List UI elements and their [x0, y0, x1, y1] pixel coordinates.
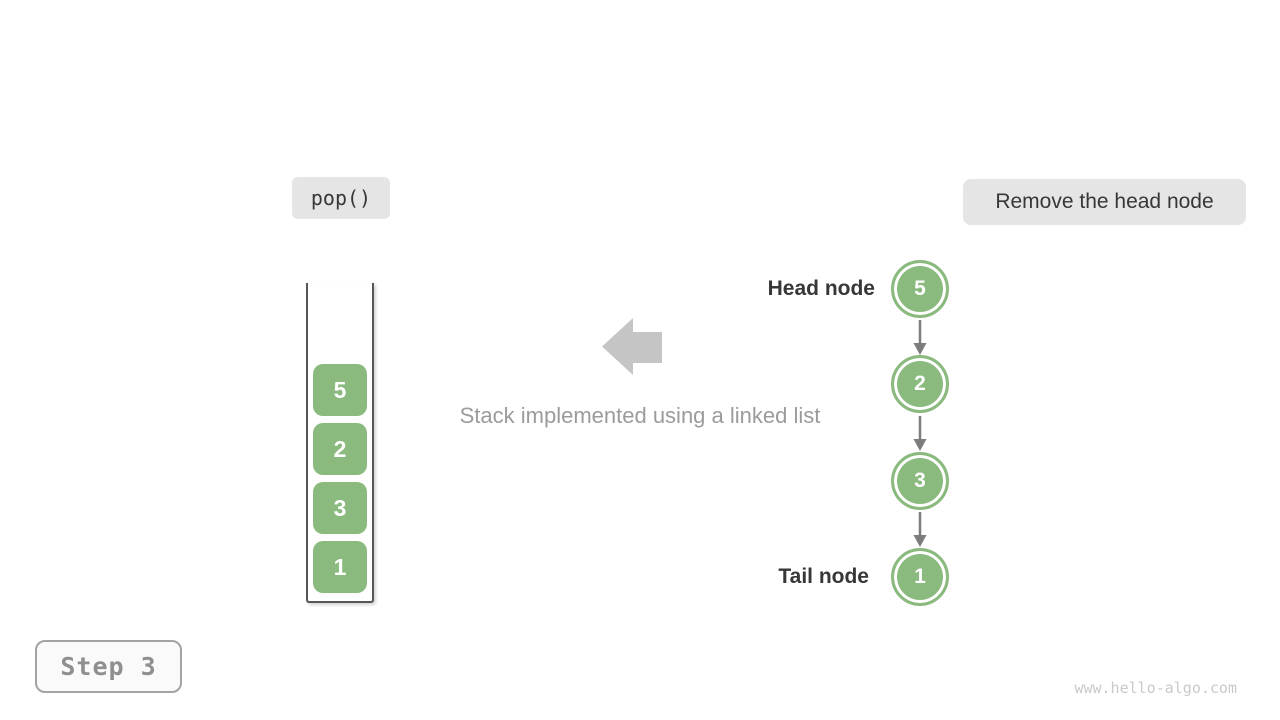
step-badge: Step 3	[35, 640, 182, 693]
watermark-text: www.hello-algo.com	[1074, 679, 1237, 697]
stack-item: 1	[313, 541, 367, 593]
arrow-down-icon	[913, 512, 927, 547]
caption-text: Stack implemented using a linked list	[459, 403, 821, 428]
linked-list-node: 3	[891, 452, 949, 510]
linked-list-node: 5	[891, 260, 949, 318]
head-node-label: Head node	[767, 277, 875, 300]
pop-operation-badge: pop()	[292, 177, 390, 219]
arrow-left-icon	[602, 318, 662, 375]
tail-node-label: Tail node	[778, 565, 869, 588]
remove-head-node-badge: Remove the head node	[963, 179, 1246, 225]
stack-item: 5	[313, 364, 367, 416]
stack-item: 3	[313, 482, 367, 534]
stack-item: 2	[313, 423, 367, 475]
arrow-down-icon	[913, 416, 927, 451]
linked-list-connectors	[913, 320, 927, 547]
linked-list-node: 2	[891, 355, 949, 413]
linked-list-node: 1	[891, 548, 949, 606]
stack-container: 5 2 3 1	[306, 283, 374, 603]
arrow-down-icon	[913, 320, 927, 355]
